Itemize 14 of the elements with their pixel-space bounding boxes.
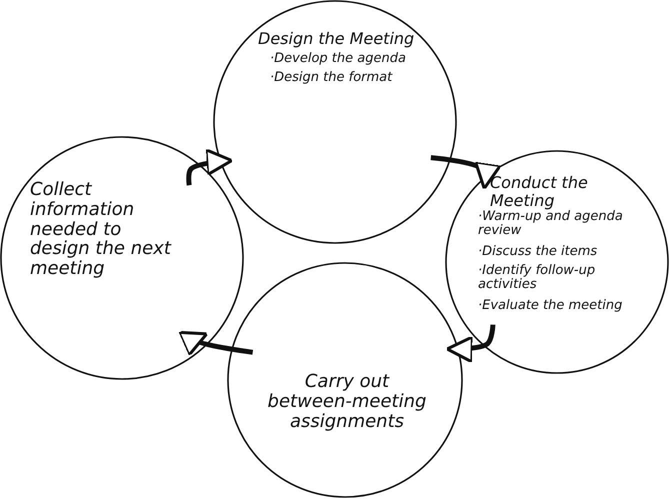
curved-arrow [186,148,234,186]
bullet-item: ·Develop the agenda [270,52,407,66]
step-heading: Design the Meeting [258,30,416,48]
step-heading: Conduct the Meeting [490,174,589,210]
curved-arrow [446,324,496,364]
bullet-item: ·Evaluate the meeting [478,299,624,314]
bullet-item: ·Warm-up and agenda review [478,210,624,239]
curved-arrow [430,155,502,190]
step-text: Collect information needed to design the next meeting [30,180,172,279]
bullet-item: ·Design the format [270,71,394,86]
bullet-item: ·Discuss the items [478,245,598,260]
curved-arrow [177,331,254,357]
bullet-item: ·Identify follow-up activities [478,264,596,293]
step-text: Carry out between-meeting assignments [266,372,428,432]
